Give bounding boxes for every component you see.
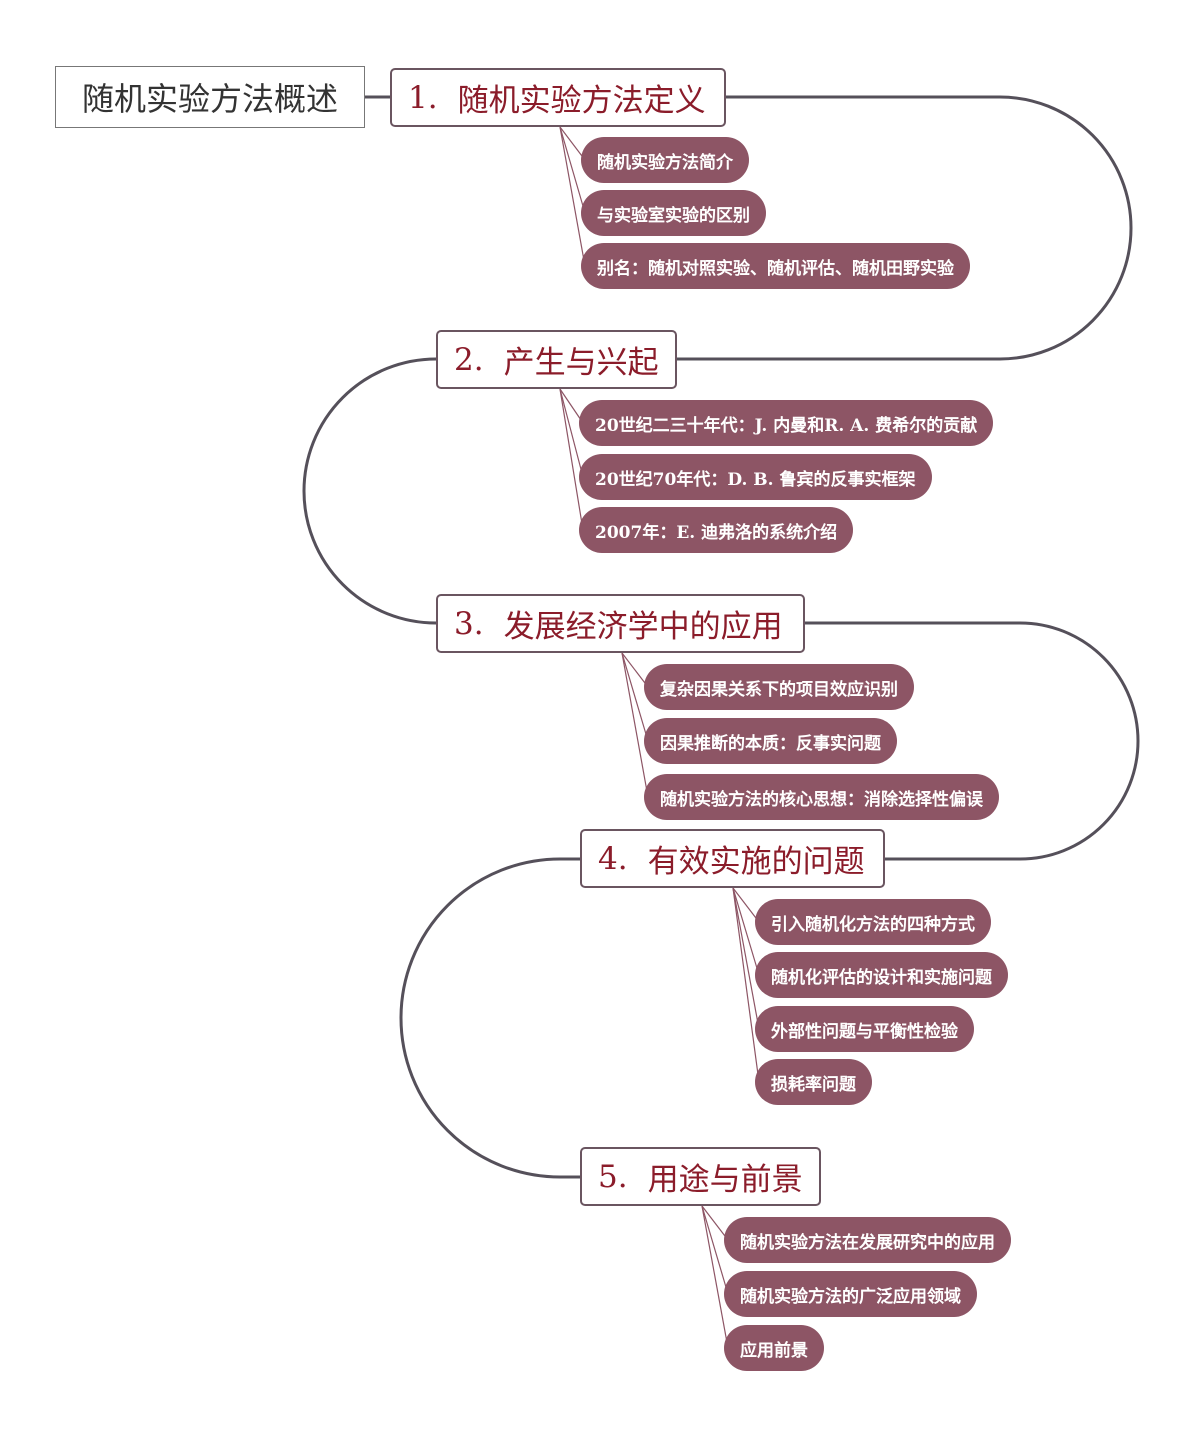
spine-4-5 <box>399 857 580 1179</box>
subtopic-4-1[interactable]: 引入随机化方法的四种方式 <box>755 899 991 945</box>
subtopic-2-1[interactable]: 20世纪二三十年代：J. 内曼和R. A. 费希尔的贡献 <box>579 400 994 446</box>
subtopic-5-1[interactable]: 随机实验方法在发展研究中的应用 <box>724 1217 1011 1263</box>
topic-development-economics[interactable]: 3. 发展经济学中的应用 <box>436 594 805 653</box>
branch-line-2-3 <box>559 388 584 531</box>
topic-number: 1. <box>408 79 438 116</box>
topic-prospects[interactable]: 5. 用途与前景 <box>580 1147 821 1206</box>
spine-2-3 <box>302 357 437 625</box>
branch-line-5-1 <box>701 1205 729 1241</box>
branch-line-5-2 <box>701 1205 729 1295</box>
branch-line-5-3 <box>701 1205 729 1349</box>
subtopic-3-1[interactable]: 复杂因果关系下的项目效应识别 <box>644 664 914 710</box>
topic-label: 用途与前景 <box>647 1162 803 1198</box>
subtopic-3-3[interactable]: 随机实验方法的核心思想：消除选择性偏误 <box>644 774 999 820</box>
subtopic-1-2[interactable]: 与实验室实验的区别 <box>581 190 766 236</box>
subtopic-4-3[interactable]: 外部性问题与平衡性检验 <box>755 1006 974 1052</box>
topic-number: 2. <box>454 341 484 378</box>
topic-definition[interactable]: 1. 随机实验方法定义 <box>390 68 726 127</box>
spine-3-4 <box>805 621 1140 861</box>
branch-line-1-2 <box>559 126 586 214</box>
topic-number: 5. <box>598 1158 628 1195</box>
subtopic-2-2[interactable]: 20世纪70年代：D. B. 鲁宾的反事实框架 <box>579 454 932 500</box>
branch-line-1-1 <box>559 126 586 161</box>
branch-line-4-4 <box>732 887 760 1083</box>
branch-line-4-2 <box>732 887 760 976</box>
topic-label: 随机实验方法定义 <box>457 83 706 119</box>
subtopic-5-3[interactable]: 应用前景 <box>724 1325 824 1371</box>
subtopic-2-3[interactable]: 2007年：E. 迪弗洛的系统介绍 <box>579 507 854 553</box>
subtopic-1-3[interactable]: 别名：随机对照实验、随机评估、随机田野实验 <box>581 243 970 289</box>
branch-line-1-3 <box>559 126 586 267</box>
subtopic-3-2[interactable]: 因果推断的本质：反事实问题 <box>644 718 897 764</box>
subtopic-4-4[interactable]: 损耗率问题 <box>755 1059 872 1105</box>
subtopic-4-2[interactable]: 随机化评估的设计和实施问题 <box>755 952 1008 998</box>
topic-implementation[interactable]: 4. 有效实施的问题 <box>580 829 885 888</box>
topic-number: 3. <box>454 605 484 642</box>
topic-label: 产生与兴起 <box>503 345 659 381</box>
root-topic[interactable]: 随机实验方法概述 <box>55 66 365 128</box>
subtopic-5-2[interactable]: 随机实验方法的广泛应用领域 <box>724 1271 977 1317</box>
subtopic-1-1[interactable]: 随机实验方法简介 <box>581 137 749 183</box>
topic-origin[interactable]: 2. 产生与兴起 <box>436 330 677 389</box>
root-topic-label: 随机实验方法概述 <box>81 80 338 118</box>
branch-line-2-2 <box>559 388 584 478</box>
topic-label: 有效实施的问题 <box>647 844 865 880</box>
branch-line-4-3 <box>732 887 760 1030</box>
topic-number: 4. <box>598 840 628 877</box>
branch-line-3-1 <box>621 652 649 688</box>
branch-line-3-3 <box>621 652 649 798</box>
topic-label: 发展经济学中的应用 <box>503 609 783 645</box>
spine-1-2 <box>677 95 1133 361</box>
branch-line-3-2 <box>621 652 649 742</box>
branch-line-4-1 <box>732 887 760 923</box>
